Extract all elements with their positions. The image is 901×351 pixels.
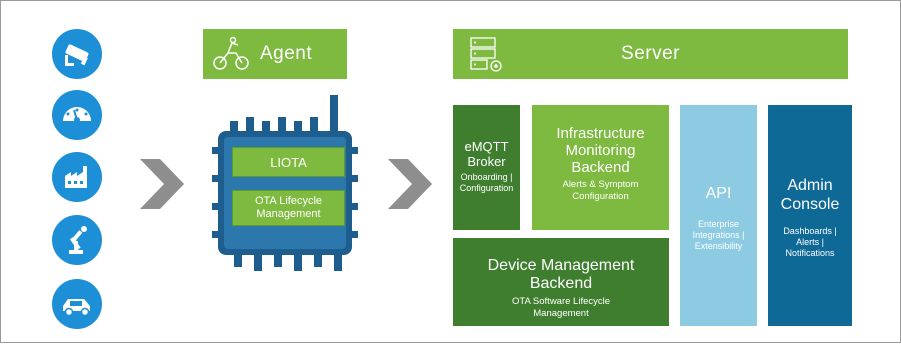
speedometer-icon	[52, 90, 102, 140]
security-camera-icon	[52, 29, 102, 79]
device-management-title: Device Management Backend	[487, 257, 635, 292]
admin-console-subtitle: Dashboards | Alerts | Notifications	[783, 226, 837, 258]
agent-header: Agent	[203, 29, 347, 79]
flow-chevron-icon	[140, 159, 184, 214]
server-header: Server	[453, 29, 848, 79]
server-title: Server	[621, 43, 680, 64]
agent-motorcycle-icon	[208, 31, 254, 77]
agent-title: Agent	[260, 43, 313, 64]
liota-box: LIOTA	[232, 147, 345, 177]
server-rack-icon	[467, 35, 507, 75]
api-title: API	[705, 185, 732, 202]
api-subtitle: Enterprise Integrations | Extensibility	[692, 219, 745, 251]
emqtt-broker-title: eMQTT Broker	[464, 139, 509, 169]
infrastructure-monitoring-block: Infrastructure Monitoring Backend Alerts…	[532, 105, 669, 230]
infrastructure-monitoring-subtitle: Alerts & Symptom Configuration	[562, 179, 639, 202]
gateway-chip	[210, 95, 360, 275]
device-management-block: Device Management Backend OTA Software L…	[453, 238, 669, 326]
admin-console-block: Admin Console Dashboards | Alerts | Noti…	[768, 105, 852, 326]
flow-chevron-icon	[388, 159, 432, 214]
api-block: API Enterprise Integrations | Extensibil…	[680, 105, 757, 326]
admin-console-title: Admin Console	[780, 177, 840, 213]
emqtt-broker-block: eMQTT Broker Onboarding | Configuration	[453, 105, 520, 230]
liota-label: LIOTA	[270, 154, 307, 170]
factory-icon	[52, 152, 102, 202]
connected-car-icon	[52, 279, 102, 329]
emqtt-broker-subtitle: Onboarding | Configuration	[459, 172, 514, 193]
ota-lifecycle-box: OTA Lifecycle Management	[232, 190, 345, 226]
device-management-subtitle: OTA Software Lifecycle Management	[511, 296, 611, 319]
ota-lifecycle-label: OTA Lifecycle Management	[254, 195, 323, 220]
robot-arm-icon	[52, 215, 102, 265]
infrastructure-monitoring-title: Infrastructure Monitoring Backend	[556, 125, 645, 176]
